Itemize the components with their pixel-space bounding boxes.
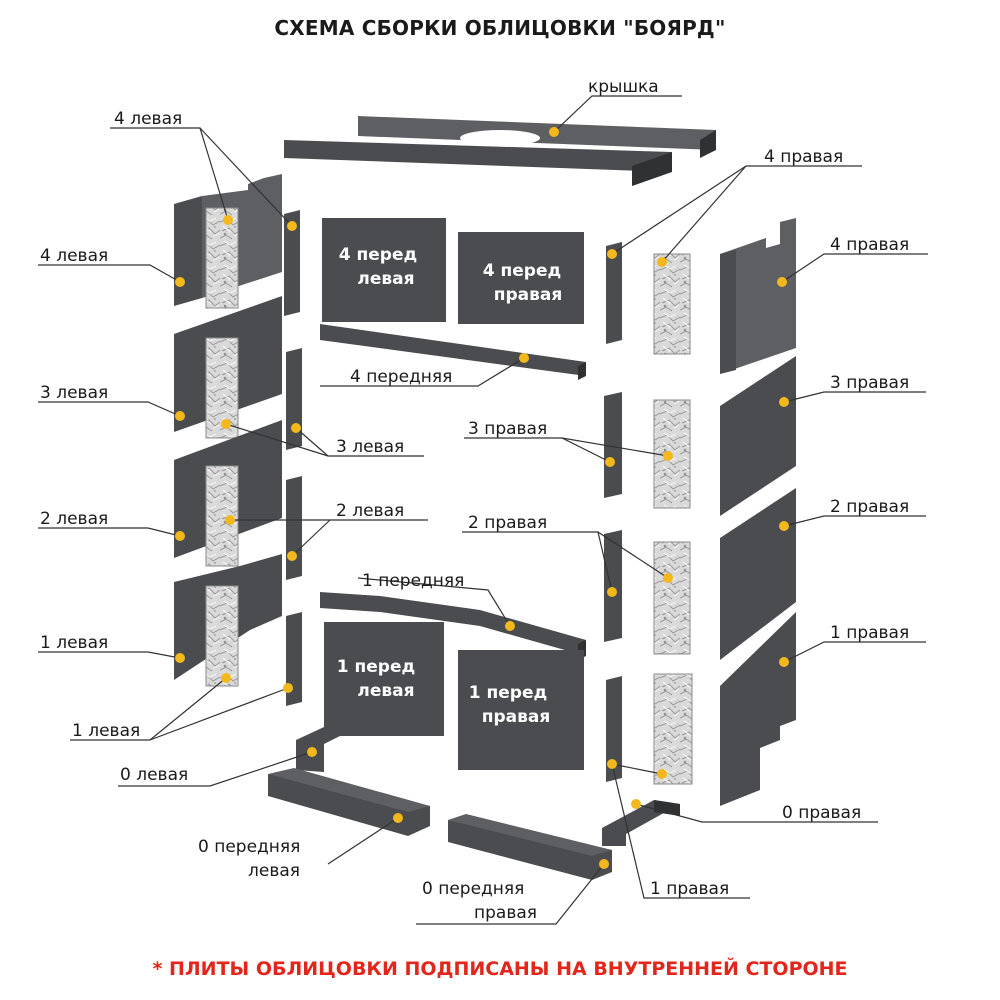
marker-lid	[549, 127, 559, 137]
panel-label-4-left-1: 4 перед	[339, 245, 417, 265]
label-left-1-outer: 1 левая	[40, 633, 108, 653]
panel-label-4-right-1: 4 перед	[483, 261, 561, 281]
marker-left-stone-3	[221, 419, 231, 429]
marker-left-stone-4	[223, 215, 233, 225]
panel-labels: 4 перед левая 4 перед правая 1 перед лев…	[337, 245, 562, 727]
front-panel-4-left	[322, 218, 446, 322]
right-stone-2	[653, 541, 691, 655]
label-right-0: 0 правая	[782, 803, 861, 823]
label-right-2-outer: 2 правая	[830, 497, 909, 517]
panel-label-1-left-2: левая	[357, 681, 414, 701]
right-stone-1	[653, 673, 693, 785]
marker-right-stone-4	[657, 257, 667, 267]
left-stone-4	[205, 207, 239, 309]
panel-label-1-left-1: 1 перед	[337, 657, 415, 677]
lid-panel-back	[358, 116, 716, 158]
label-kryshka: крышка	[588, 77, 659, 97]
marker-left-panel-4	[175, 277, 185, 287]
marker-left-strip-1	[283, 683, 293, 693]
marker-front-base-right	[599, 859, 609, 869]
marker-left-strip-4	[287, 221, 297, 231]
marker-right-stone-3	[663, 451, 673, 461]
leader-lines	[38, 95, 928, 925]
label-right-4-side: 4 правая	[830, 235, 909, 255]
right-strip-4	[606, 242, 622, 344]
marker-left-stone-2	[225, 515, 235, 525]
marker-left-panel-2	[175, 531, 185, 541]
panel-label-1-right-2: правая	[482, 707, 551, 727]
front-base-0-left	[268, 768, 430, 836]
marker-front-base-left	[393, 813, 403, 823]
label-right-1-inner: 1 правая	[650, 879, 729, 899]
marker-left-strip-3	[291, 423, 301, 433]
label-left-4-top: 4 левая	[114, 109, 182, 129]
left-stone-1	[205, 585, 239, 687]
label-right-1-outer: 1 правая	[830, 623, 909, 643]
label-front-base-right-1: 0 передняя	[422, 879, 524, 899]
marker-right-panel-2	[779, 521, 789, 531]
marker-right-panel-3	[779, 397, 789, 407]
panel-label-4-left-2: левая	[357, 269, 414, 289]
label-right-2-inner: 2 правая	[468, 513, 547, 533]
lid-panel-front	[284, 130, 672, 186]
right-panel-1	[720, 612, 796, 806]
right-panel-2	[720, 488, 796, 660]
panel-label-4-right-2: правая	[494, 285, 563, 305]
diagram-title: СХЕМА СБОРКИ ОБЛИЦОВКИ "БОЯРД"	[274, 16, 726, 40]
marker-right-strip-4	[607, 249, 617, 259]
label-front-base-right-2: правая	[474, 903, 537, 923]
right-panel-4	[720, 218, 796, 374]
right-stone-4	[653, 253, 691, 355]
label-left-1-inner: 1 левая	[72, 721, 140, 741]
right-panel-3	[720, 356, 796, 516]
markers	[175, 127, 789, 869]
label-right-3-inner: 3 правая	[468, 419, 547, 439]
front-panel-1-right	[458, 650, 584, 770]
label-right-4-top: 4 правая	[764, 147, 843, 167]
lid-hole	[460, 130, 540, 146]
marker-right-stone-2	[663, 573, 673, 583]
marker-right-panel-1	[779, 657, 789, 667]
marker-right-strip-2	[607, 587, 617, 597]
marker-right-strip-1	[607, 759, 617, 769]
label-left-4-side: 4 левая	[40, 246, 108, 266]
marker-left-stone-1	[221, 673, 231, 683]
front-rail-4	[320, 324, 586, 380]
label-front-base-left-2: левая	[248, 861, 300, 881]
left-stone-2	[205, 465, 239, 567]
marker-right-strip-3	[605, 457, 615, 467]
marker-left-base-0	[307, 747, 317, 757]
front-panel-4-right	[458, 232, 584, 324]
front-base-0-right	[448, 814, 612, 880]
label-front-rail-1: 1 передняя	[362, 571, 464, 591]
label-front-rail-4: 4 передняя	[350, 367, 452, 387]
marker-right-panel-4	[777, 277, 787, 287]
marker-front-rail-1	[505, 621, 515, 631]
label-right-3-outer: 3 правая	[830, 373, 909, 393]
marker-left-panel-1	[175, 653, 185, 663]
label-left-2-inner: 2 левая	[336, 501, 404, 521]
marker-left-panel-3	[175, 411, 185, 421]
label-front-base-left-1: 0 передняя	[198, 837, 300, 857]
marker-right-base-0	[631, 799, 641, 809]
marker-front-rail-4	[519, 353, 529, 363]
footnote: * ПЛИТЫ ОБЛИЦОВКИ ПОДПИСАНЫ НА ВНУТРЕННЕ…	[152, 958, 848, 980]
labels: крышка 4 левая 4 левая 3 левая 3 левая 2…	[40, 77, 909, 923]
label-left-3-outer: 3 левая	[40, 383, 108, 403]
label-left-2-outer: 2 левая	[40, 509, 108, 529]
right-base-0	[602, 800, 680, 846]
label-left-3-inner: 3 левая	[336, 437, 404, 457]
right-strip-1	[606, 676, 622, 782]
marker-right-stone-1	[657, 769, 667, 779]
right-strip-3	[604, 392, 622, 498]
marker-left-strip-2	[287, 551, 297, 561]
front-panel-1-left	[324, 622, 444, 736]
panel-label-1-right-1: 1 перед	[469, 683, 547, 703]
label-left-0: 0 левая	[120, 765, 188, 785]
right-strip-2	[604, 530, 622, 642]
